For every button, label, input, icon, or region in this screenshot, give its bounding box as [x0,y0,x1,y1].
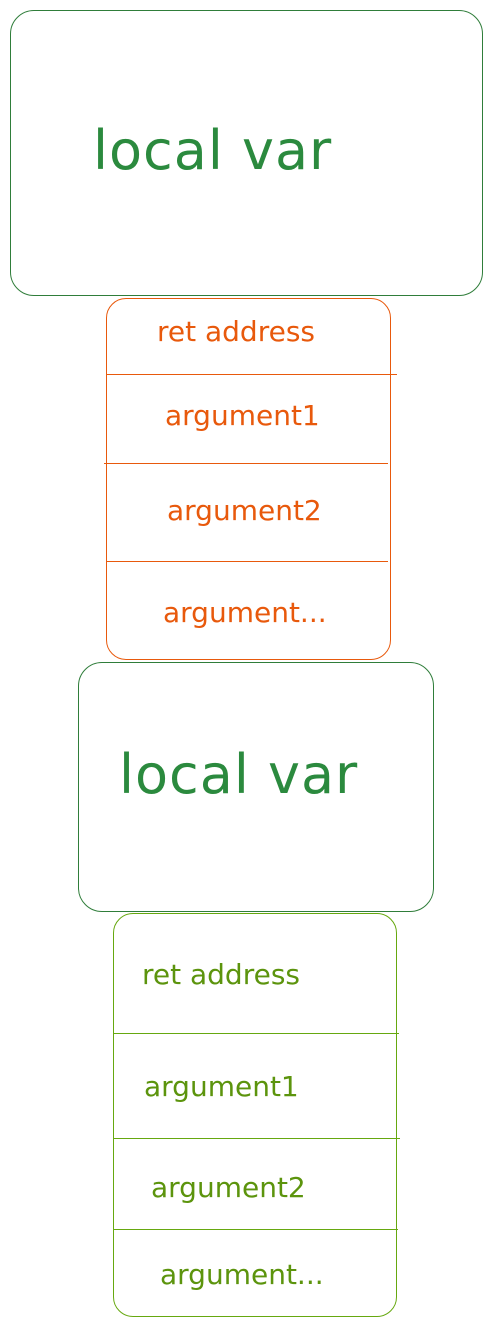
stack-frame-1-divider-2 [104,463,388,464]
stack-frame-2-argument2-label: argument2 [151,1171,306,1204]
stack-frame-2: ret address argument1 argument2 argument… [113,913,397,1317]
stack-frame-2-ret-address-cell: ret address [114,914,396,1035]
stack-frame-1-argument-more-cell: argument... [107,562,390,659]
stack-frame-2-argument-more-label: argument... [160,1258,324,1291]
stack-frame-1: ret address argument1 argument2 argument… [106,298,391,660]
stack-frame-2-divider-1 [113,1033,399,1034]
stack-frame-2-argument1-cell: argument1 [114,1035,396,1139]
local-var-box-1: local var [10,10,483,296]
stack-frame-2-argument1-label: argument1 [144,1070,299,1103]
stack-frame-1-ret-address-cell: ret address [107,299,390,375]
stack-frame-2-argument2-cell: argument2 [114,1139,396,1230]
stack-frame-1-argument1-label: argument1 [165,399,320,432]
stack-frame-2-divider-3 [113,1229,398,1230]
stack-frame-2-divider-2 [113,1138,400,1139]
stack-frame-2-ret-address-label: ret address [142,958,301,991]
stack-frame-1-argument-more-label: argument... [163,596,327,629]
local-var-box-2: local var [78,662,434,912]
stack-frame-1-divider-3 [106,561,388,562]
stack-frame-2-argument-more-cell: argument... [114,1230,396,1318]
local-var-label-2: local var [119,743,359,806]
stack-frame-1-argument2-cell: argument2 [107,464,390,562]
stack-frame-1-ret-address-label: ret address [157,315,316,348]
local-var-label-1: local var [93,119,333,182]
stack-frame-1-argument1-cell: argument1 [107,375,390,464]
stack-frame-1-argument2-label: argument2 [167,494,322,527]
stack-frame-1-divider-1 [107,374,397,375]
